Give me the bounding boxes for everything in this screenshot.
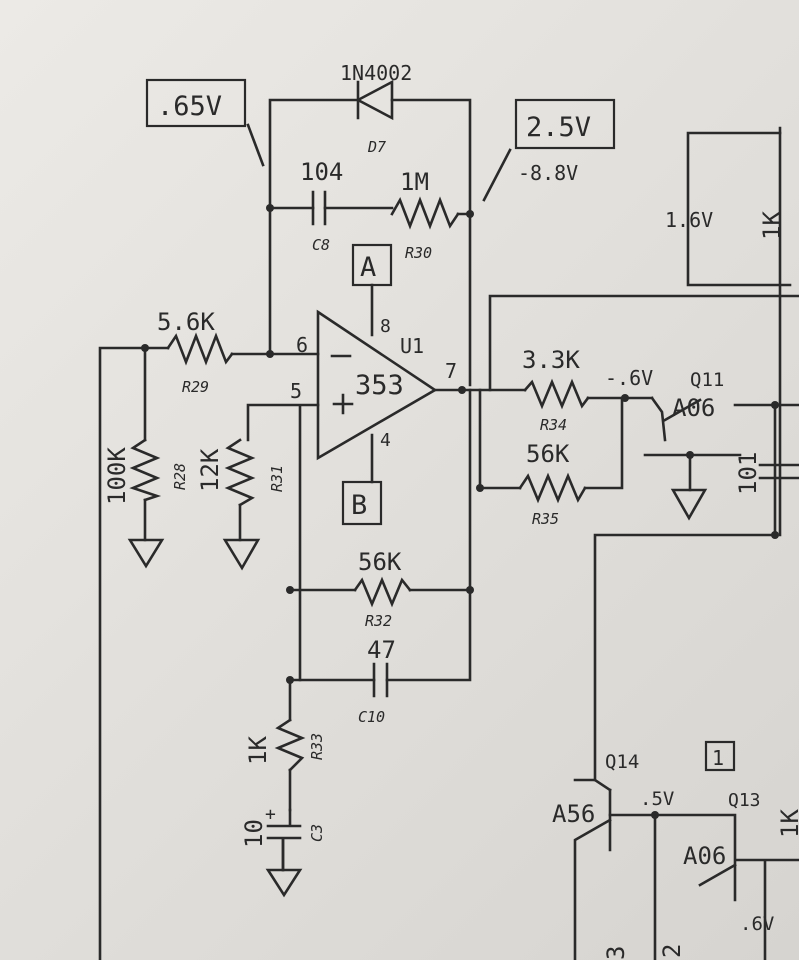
junctions	[141, 204, 779, 819]
r31-value-label: 12K	[196, 448, 224, 492]
resistor-r31: 12K R31	[196, 438, 286, 507]
node-voltage-label: -.6V	[605, 366, 653, 390]
left-voltage-label: .65V	[157, 91, 222, 122]
r29-value-label: 5.6K	[157, 308, 215, 336]
c3-value-label: 10	[240, 819, 268, 848]
diode-ref-label: D7	[367, 138, 386, 156]
pin2-label: 2	[658, 944, 686, 958]
c10-value-label: 47	[367, 636, 396, 664]
resistor-r29: 5.6K R29	[157, 308, 234, 396]
resistor-r33: 1K R33	[244, 718, 326, 772]
opamp-part-label: 353	[355, 370, 404, 401]
cap-101-label: 101	[734, 452, 762, 495]
pin5-label: 5	[290, 379, 302, 403]
c10-ref-label: C10	[358, 708, 385, 726]
supply-b-label: B	[351, 490, 367, 521]
node-5v-label: .5V	[640, 788, 674, 810]
r32-ref-label: R32	[365, 612, 392, 630]
top-right-section: 1.6V 1K	[665, 208, 786, 240]
supply-a-label: A	[360, 252, 376, 283]
right-voltage-alt-label: -8.8V	[518, 161, 578, 185]
pin3-label: 3	[602, 946, 630, 960]
right-voltage-label: 2.5V	[526, 112, 591, 143]
r28-value-label: 100K	[103, 447, 131, 505]
transistor-q13: Q13 A06 .6V 1K 3 2	[602, 790, 799, 960]
q11-part-label: A06	[672, 394, 715, 422]
capacitor-c10: 47 C10	[358, 636, 396, 726]
diode-part-label: 1N4002	[340, 61, 412, 85]
right-voltage-callout: 2.5V -8.8V	[482, 98, 616, 202]
left-voltage-callout: .65V	[145, 78, 265, 167]
r35-ref-label: R35	[532, 510, 559, 528]
r30-value-label: 1M	[400, 168, 429, 196]
r34-ref-label: R34	[540, 416, 567, 434]
r29-ref-label: R29	[182, 378, 209, 396]
edge-res-label: 1K	[776, 809, 799, 838]
q11-ref-label: Q11	[690, 369, 724, 391]
r33-value-label: 1K	[244, 736, 272, 765]
c3-polarity-label: +	[265, 804, 276, 825]
opamp-u1: 353 U1 6 5 7 8 4 A B	[290, 243, 457, 526]
resistor-r32: 56K R32	[353, 548, 412, 630]
pin7-label: 7	[445, 359, 457, 383]
r28-ref-label: R28	[171, 463, 189, 490]
q14-ref-label: Q14	[605, 751, 639, 773]
capacitor-101: 101	[734, 452, 799, 495]
top-res-label: 1K	[758, 211, 786, 240]
r35-value-label: 56K	[526, 440, 570, 468]
c8-value-label: 104	[300, 158, 343, 186]
pin6-label: 6	[296, 333, 308, 357]
diode-d7: 1N4002 D7	[340, 61, 412, 156]
opamp-ref-label: U1	[400, 334, 424, 358]
resistor-r34: 3.3K R34	[522, 346, 590, 434]
r34-value-label: 3.3K	[522, 346, 580, 374]
q14-part-label: A56	[552, 800, 595, 828]
c8-ref-label: C8	[312, 236, 330, 254]
q13-part-label: A06	[683, 842, 726, 870]
q13-ref-label: Q13	[728, 790, 761, 811]
capacitor-c3: + 10 C3	[240, 804, 326, 872]
marker-label: 1	[712, 746, 724, 770]
ground-symbols	[127, 488, 708, 898]
r31-ref-label: R31	[268, 465, 286, 492]
top-voltage-label: 1.6V	[665, 208, 713, 232]
r32-value-label: 56K	[358, 548, 402, 576]
emitter-voltage-label: .6V	[740, 913, 774, 935]
r33-ref-label: R33	[308, 733, 326, 760]
resistor-r28: 100K R28	[103, 438, 189, 505]
r30-ref-label: R30	[405, 244, 432, 262]
pin8-label: 8	[380, 316, 391, 337]
pin4-label: 4	[380, 430, 391, 451]
transistor-q11: -.6V Q11 A06	[605, 366, 724, 422]
transistor-q14: 1 Q14 A56 .5V	[552, 740, 736, 828]
capacitor-c8: 104 C8	[300, 158, 343, 254]
resistor-r30: 1M R30	[390, 168, 460, 262]
resistor-r35: 56K R35	[518, 440, 587, 528]
c3-ref-label: C3	[308, 824, 326, 842]
